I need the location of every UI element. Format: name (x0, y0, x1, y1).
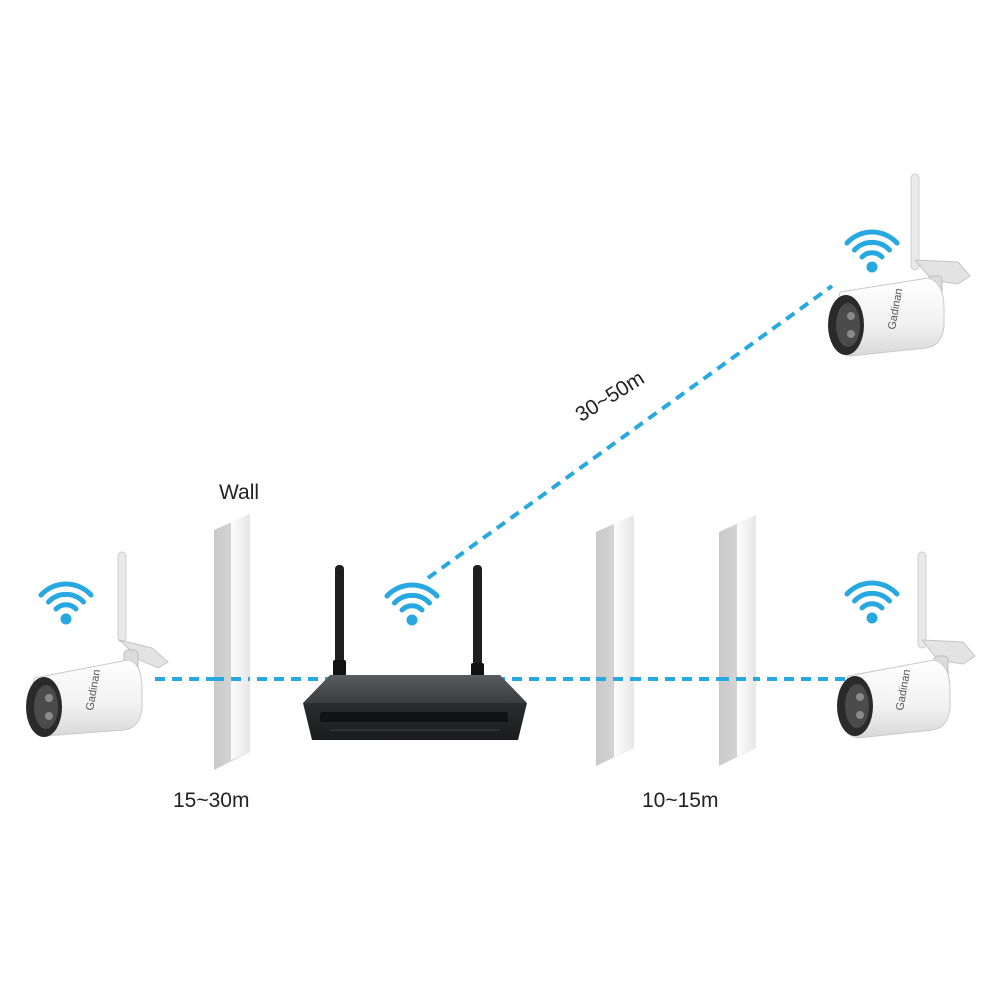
wifi-icon-top-camera (847, 232, 897, 272)
bullet-camera-top-right: Gadinan (828, 173, 971, 357)
wall-panel-2 (596, 515, 634, 766)
wifi-icon-nvr (387, 585, 437, 625)
wall-panel-3 (719, 515, 756, 766)
distance-label-left: 15~30m (173, 789, 250, 812)
nvr-recorder (303, 565, 527, 740)
wifi-icon-right-camera (847, 583, 897, 623)
bullet-camera-right: Gadinan (837, 551, 976, 739)
bullet-camera-left: Gadinan (26, 551, 169, 737)
nvr-antenna-right (473, 565, 482, 673)
nvr-antenna-left (335, 565, 344, 670)
distance-label-right: 10~15m (642, 789, 719, 812)
wall-panel-1 (214, 514, 250, 770)
link-diagonal (426, 284, 834, 580)
wall-label: Wall (219, 481, 260, 504)
wifi-icon-left-camera (41, 584, 91, 624)
